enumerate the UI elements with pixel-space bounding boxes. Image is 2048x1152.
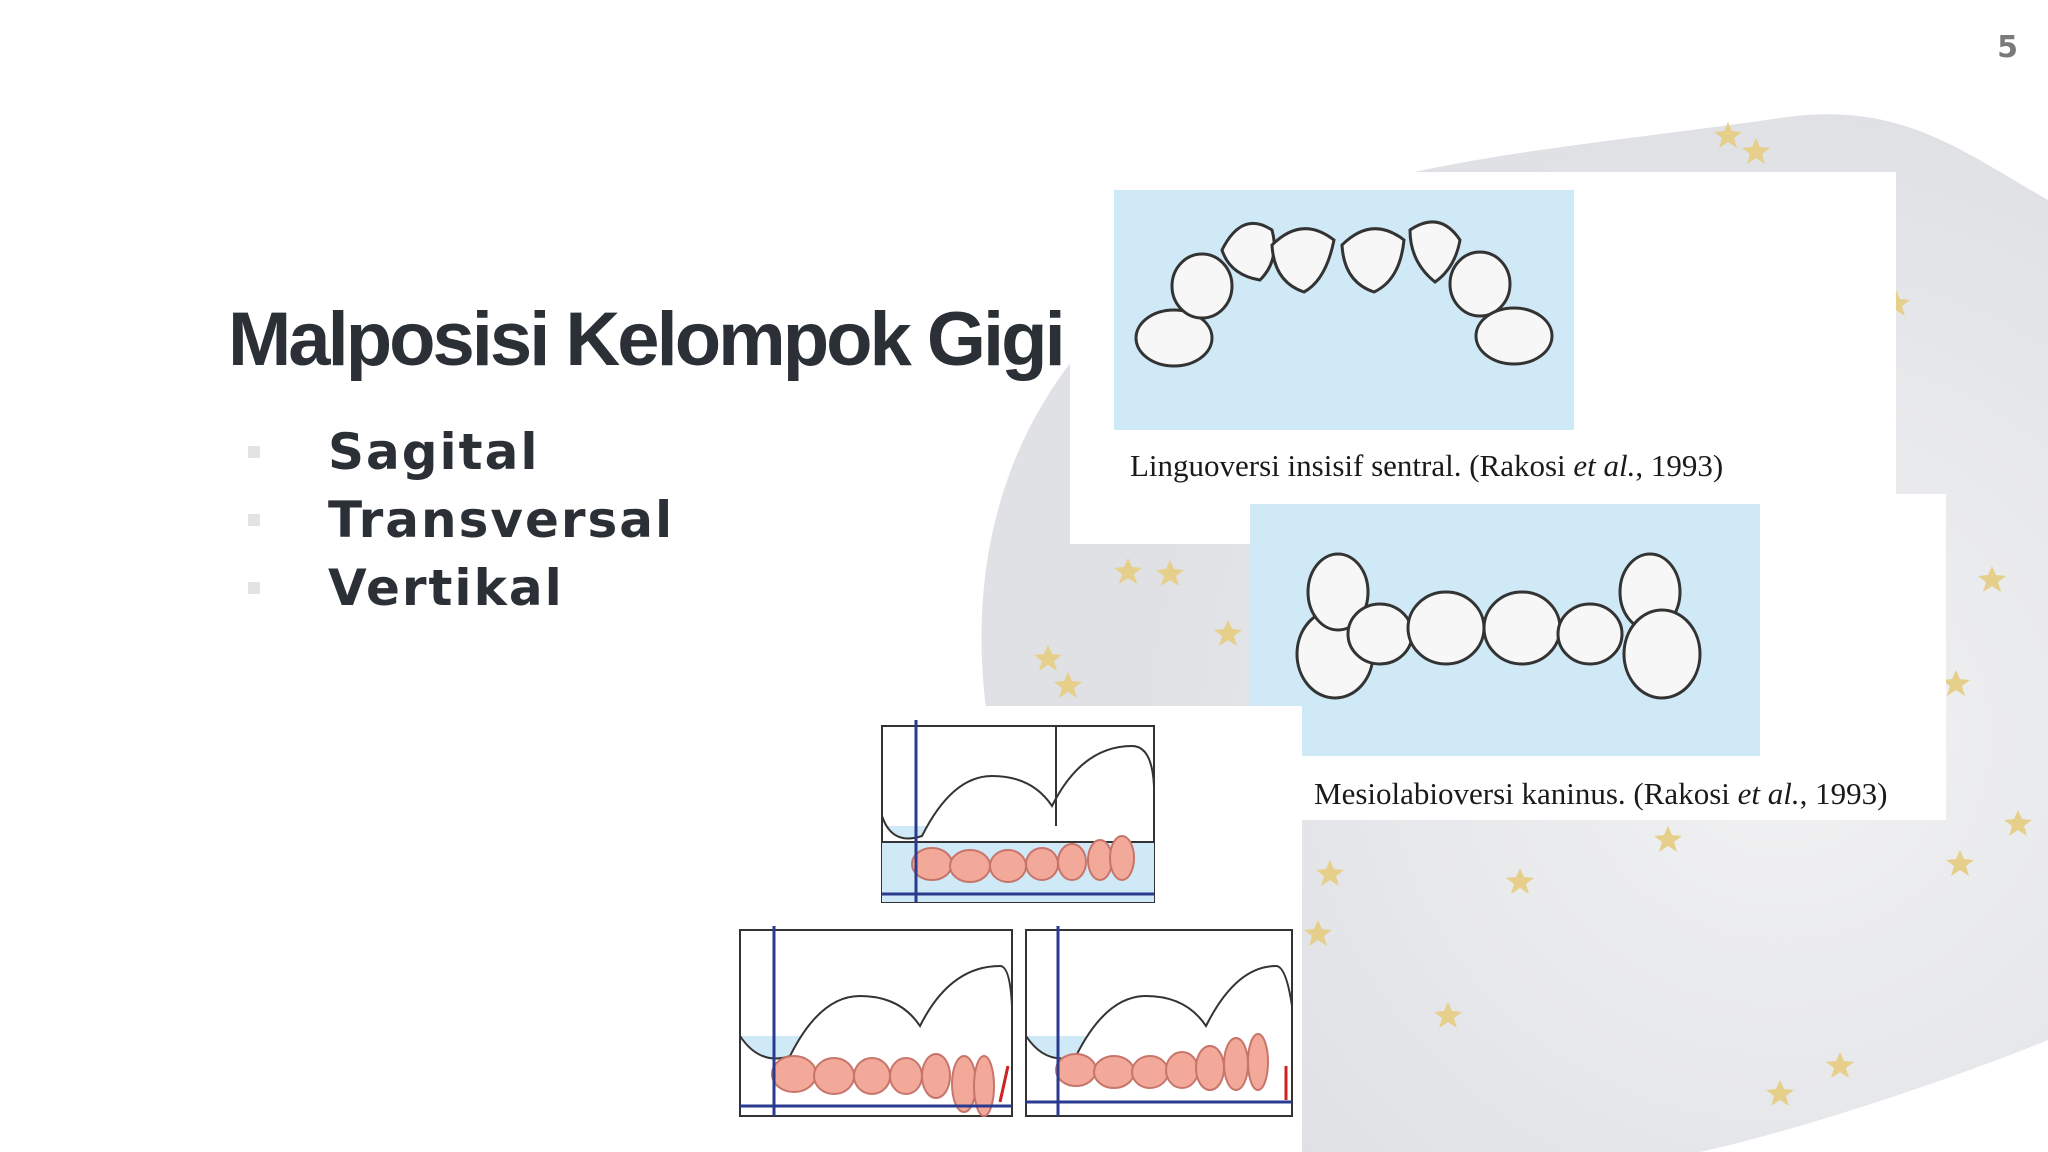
tooth-arch-image-linguoversi (1114, 190, 1574, 430)
tooth-arch-image-mesiolabioversi (1250, 504, 1760, 756)
lateral-diagrams-image (739, 720, 1293, 1117)
figure-caption-linguoversi: Linguoversi insisif sentral. (Rakosi et … (1130, 448, 1724, 483)
lateral-diagram-top (881, 720, 1155, 903)
bullet-label: Vertikal (328, 559, 564, 617)
figure-card-linguoversi: Linguoversi insisif sentral. (Rakosi et … (1070, 172, 1896, 544)
star-icon (1034, 122, 2032, 1106)
figure-caption-mesiolabioversi: Mesiolabioversi kaninus. (Rakosi et al.,… (1314, 776, 1888, 811)
bullet-label: Sagital (328, 423, 540, 481)
lateral-diagram-bottom-right (1025, 926, 1293, 1117)
square-bullet-icon (248, 514, 260, 526)
figure-card-mesiolabioversi: Mesiolabioversi kaninus. (Rakosi et al.,… (1250, 494, 1946, 820)
lateral-diagrams-figure (720, 706, 1302, 1152)
bullet-item-transversal: Transversal (248, 486, 674, 554)
slide-title: Malposisi Kelompok Gigi (228, 297, 1066, 382)
bullet-item-vertikal: Vertikal (248, 554, 674, 622)
square-bullet-icon (248, 446, 260, 458)
bullet-label: Transversal (328, 491, 675, 549)
square-bullet-icon (248, 582, 260, 594)
lateral-diagram-bottom-left (739, 926, 1013, 1117)
page-number: 5 (1997, 30, 2018, 65)
bullet-item-sagital: Sagital (248, 418, 674, 486)
bullet-list: Sagital Transversal Vertikal (248, 418, 674, 622)
